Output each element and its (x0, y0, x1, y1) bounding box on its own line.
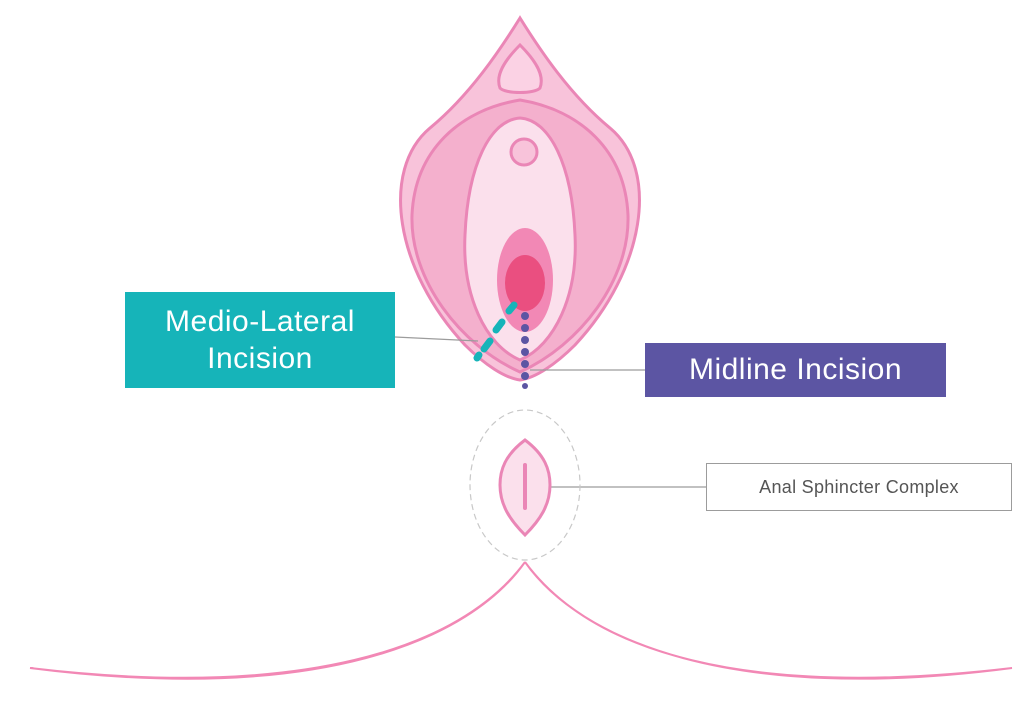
vaginal-opening-inner (505, 255, 545, 311)
midline-incision-label: Midline Incision (645, 343, 946, 397)
left-buttock-curve (30, 562, 525, 679)
anal-sphincter-complex-label: Anal Sphincter Complex (706, 463, 1012, 511)
anal-sphincter-label-text: Anal Sphincter Complex (759, 477, 959, 498)
medio-lateral-label-line1: Medio-Lateral (165, 303, 355, 340)
medio-lateral-incision-label: Medio-Lateral Incision (125, 292, 395, 388)
medio-lateral-label-line2: Incision (207, 340, 313, 377)
urethral-opening (511, 139, 537, 165)
right-buttock-curve (525, 562, 1012, 679)
midline-label-text: Midline Incision (689, 353, 902, 387)
